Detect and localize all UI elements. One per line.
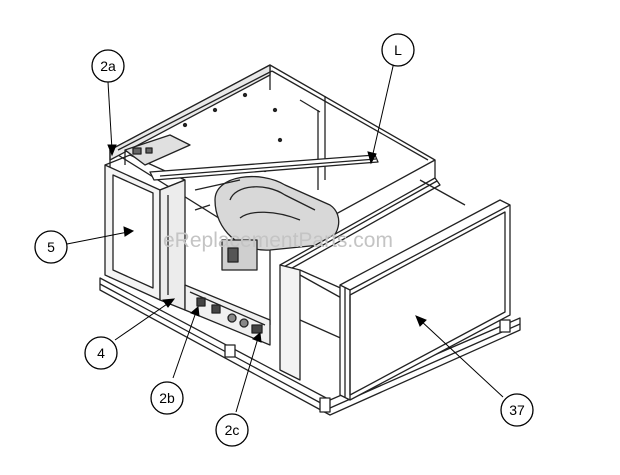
arrowhead-2b <box>190 306 200 317</box>
lower-control-area <box>184 284 271 346</box>
arrowhead-L <box>367 151 377 165</box>
callout-5: 5 <box>34 230 68 264</box>
callout-label: L <box>394 42 402 58</box>
leader-L <box>371 61 395 159</box>
callout-L: L <box>381 33 415 67</box>
arrowhead-4 <box>162 298 176 308</box>
leader-lines <box>66 61 504 413</box>
arrowhead-37 <box>415 315 427 327</box>
watermark-text: eReplacementParts.com <box>163 229 393 252</box>
blower-assembly <box>194 175 340 271</box>
leader-5 <box>66 231 129 245</box>
leader-2b <box>172 311 197 379</box>
callout-4: 4 <box>84 336 118 370</box>
callout-label: 5 <box>47 239 55 255</box>
control-box <box>124 134 191 166</box>
support-brace <box>149 154 379 181</box>
callout-2c: 2c <box>215 413 249 447</box>
coil-frame <box>279 177 466 381</box>
callout-2a: 2a <box>91 49 125 83</box>
callout-37: 37 <box>500 393 534 427</box>
arrowhead-2c <box>252 332 262 343</box>
callout-label: 2a <box>100 58 116 74</box>
left-access-panel <box>104 154 186 301</box>
leader-4 <box>114 301 171 341</box>
leader-2a <box>107 81 113 151</box>
unit-drawing <box>99 64 521 416</box>
rear-access-panel <box>339 199 511 401</box>
leader-2c <box>235 337 259 413</box>
arrowhead-5 <box>123 226 135 237</box>
callout-label: 4 <box>97 345 105 361</box>
callout-label: 37 <box>509 402 525 418</box>
arrowhead-2a <box>107 144 117 157</box>
callout-label: 2b <box>159 390 175 406</box>
callout-2b: 2b <box>150 381 184 415</box>
leader-37 <box>419 319 504 398</box>
callout-label: 2c <box>225 422 240 438</box>
